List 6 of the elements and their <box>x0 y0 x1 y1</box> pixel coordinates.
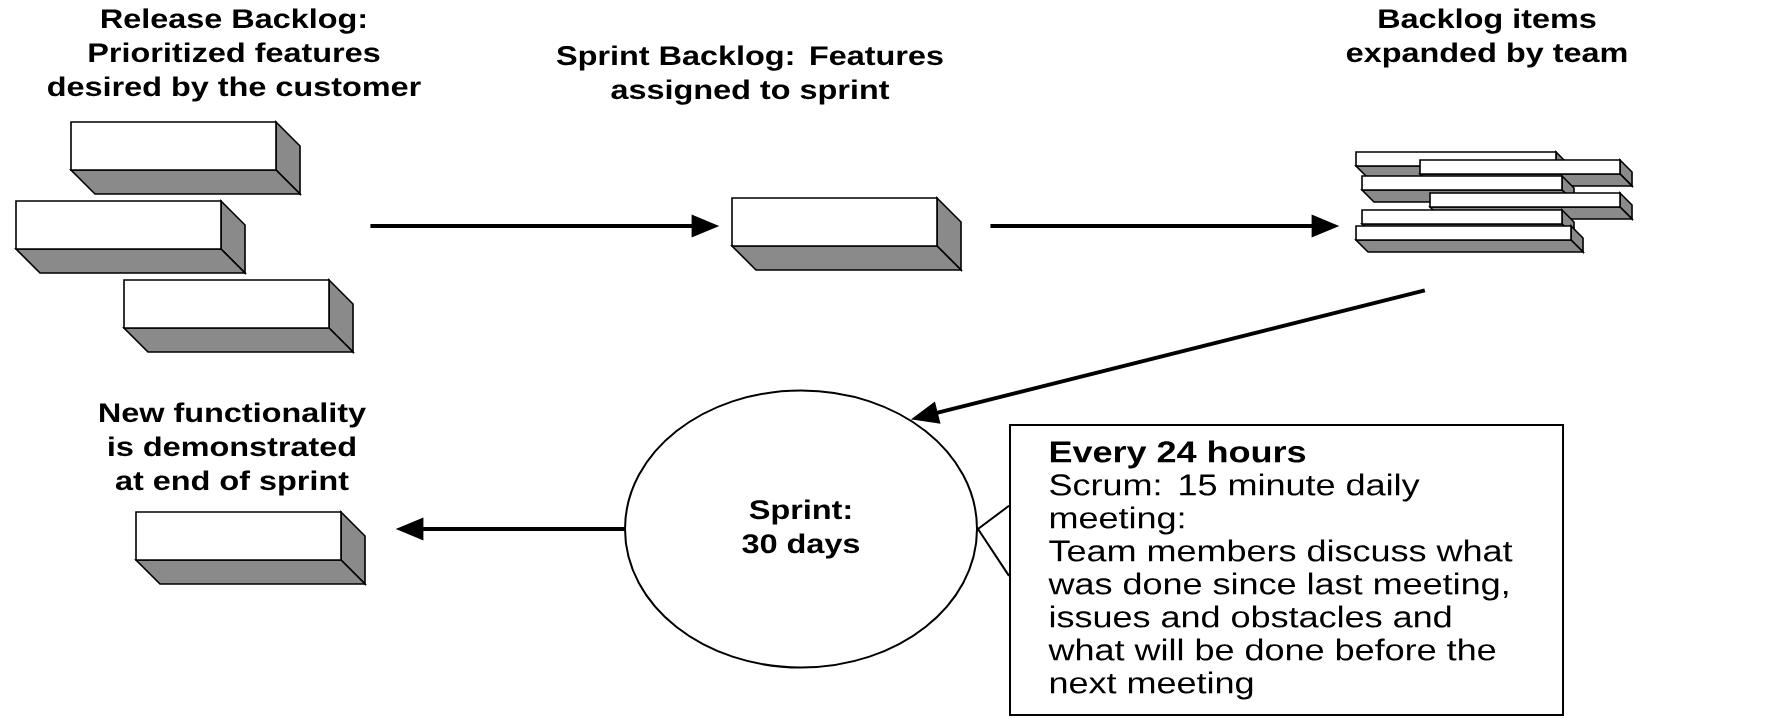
heading: New functionality is demonstrated at end of sprint <box>100 402 366 496</box>
heading: Backlog items expanded by team <box>1346 8 1627 68</box>
heading: Release Backlog: Prioritized features desired by the customer <box>48 8 421 102</box>
heading: Sprint Backlog: Features assigned to sprint <box>556 45 943 105</box>
leader-line <box>976 504 1010 577</box>
callout-box: Every 24 hours Scrum: 15 minute daily meeting: Team members discuss what was done since last meeting, issues and obstacles and what will be done before the next meeting <box>1009 424 1564 716</box>
